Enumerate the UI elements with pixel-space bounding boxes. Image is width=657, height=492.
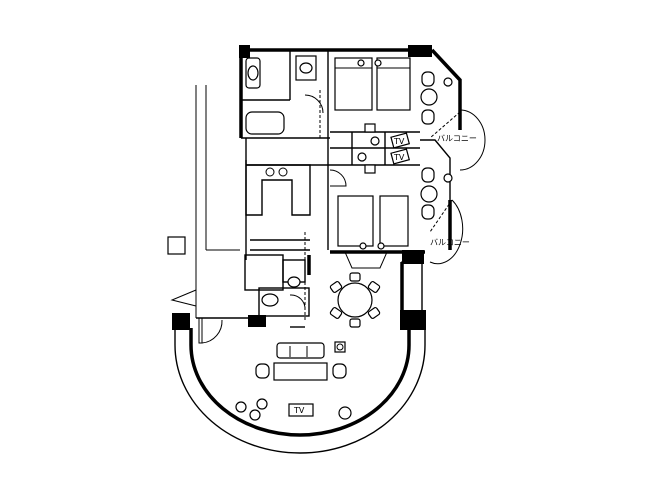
kitchen — [245, 138, 347, 260]
bed — [376, 57, 411, 111]
armchair — [255, 363, 270, 379]
balconies: バルコニー バルコニー — [429, 109, 486, 265]
entry-corridor — [167, 85, 240, 318]
tv-unit: TV — [288, 403, 314, 417]
bedroom-2: TV — [337, 148, 453, 250]
tv-label: TV — [393, 153, 405, 162]
bed — [334, 57, 373, 111]
sofa — [276, 342, 325, 359]
round-table — [420, 88, 438, 106]
tv-label: TV — [393, 137, 405, 146]
dining-table — [337, 282, 373, 318]
bathroom — [245, 55, 317, 135]
bed — [379, 195, 409, 247]
plant — [338, 406, 352, 420]
armchair — [421, 204, 435, 220]
dining-set — [329, 272, 381, 328]
tv-unit: TV — [390, 148, 411, 165]
guest-toilet-area — [196, 232, 311, 328]
plant — [256, 398, 268, 410]
side-table — [334, 341, 346, 353]
bed — [337, 195, 374, 247]
tv-label: TV — [293, 406, 305, 415]
armchair — [421, 71, 435, 87]
pillar-box — [167, 236, 186, 255]
tv-unit: TV — [390, 132, 411, 149]
entry-door — [170, 289, 197, 307]
living-room: TV — [172, 313, 426, 454]
bedroom-1: TV — [334, 57, 453, 149]
coffee-table — [273, 362, 328, 381]
plant — [235, 401, 247, 413]
balcony-label: バルコニー — [437, 134, 477, 143]
living-right-walls — [400, 261, 426, 330]
bathtub — [245, 111, 285, 135]
armchair — [421, 109, 435, 125]
plant — [249, 409, 261, 421]
armchair — [332, 363, 347, 379]
round-table — [420, 185, 438, 203]
balcony-label: バルコニー — [430, 238, 470, 247]
armchair — [421, 167, 435, 183]
